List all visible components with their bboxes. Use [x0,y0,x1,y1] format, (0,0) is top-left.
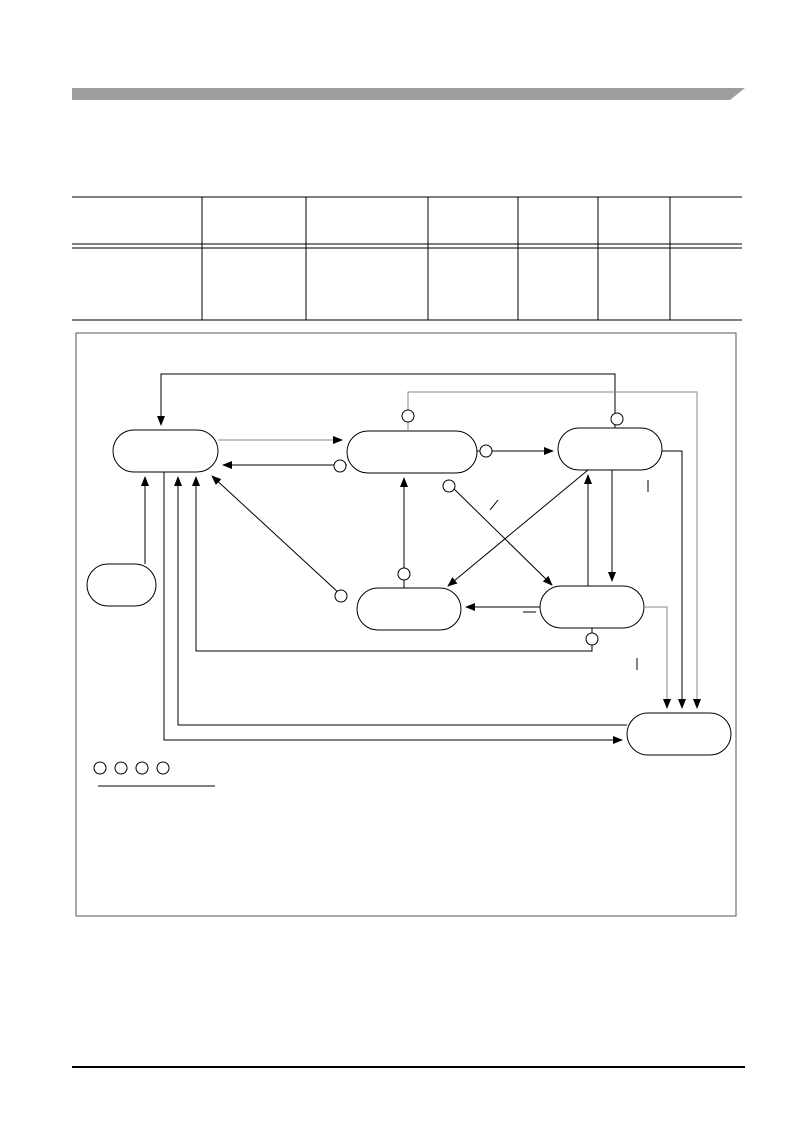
transition-arrow [163,472,623,744]
transition-arrow [211,475,341,595]
transition-tick [489,499,499,511]
legend-circle [114,761,128,775]
legend-circle [156,761,170,775]
state-right-middle [539,585,645,629]
transition-arrow [174,476,627,726]
transition-arrow [662,450,686,709]
legend-circle [135,761,149,775]
state-center-top [346,430,478,474]
state-center-bottom [356,587,462,631]
condition-circle [401,409,415,423]
transition-arrow [449,484,553,586]
condition-circle [442,479,456,493]
condition-circle [585,632,599,646]
transition-arrow [157,373,616,428]
state-left [112,429,219,473]
transition-arrow [447,469,589,587]
state-reset [626,712,732,756]
figure-frame [75,332,737,917]
condition-circle [334,589,348,603]
transition-arrow [644,606,671,709]
condition-circle [479,444,493,458]
state-right-top [557,427,663,471]
header-bar [72,88,745,100]
condition-circle [610,412,624,426]
condition-circle [333,459,347,473]
legend-circle [93,761,107,775]
condition-circle [397,567,411,581]
footer-rule [72,1066,745,1068]
header-bar-shape [72,88,745,100]
state-side-small [86,563,157,607]
